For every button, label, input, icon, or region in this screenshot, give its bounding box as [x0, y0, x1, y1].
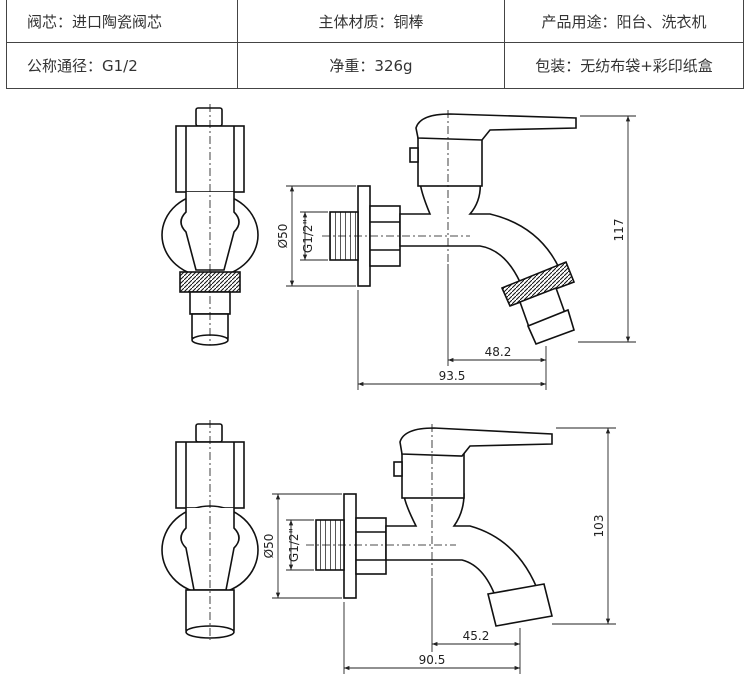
dim-thread-top: G1/2"	[301, 219, 315, 253]
dim-height-bottom: 103	[592, 515, 606, 538]
dim-length-top: 93.5	[439, 369, 466, 383]
faucet-front-view-bottom	[161, 420, 259, 640]
faucet-side-view-bottom	[306, 424, 553, 627]
dim-diameter-top: Ø50	[276, 224, 290, 249]
dim-spout-top: 48.2	[485, 345, 512, 359]
spec-cell-valve-core: 阀芯：进口陶瓷阀芯	[6, 0, 238, 43]
dim-diameter-bottom: Ø50	[262, 534, 276, 559]
spec-cell-usage: 产品用途：阳台、洗衣机	[504, 0, 744, 43]
dim-spout-bottom: 45.2	[463, 629, 490, 643]
dim-length-bottom: 90.5	[419, 653, 446, 667]
dim-thread-bottom: G1/2"	[287, 528, 301, 562]
dimensions-top	[286, 115, 636, 390]
spec-table: 阀芯：进口陶瓷阀芯 主体材质：铜棒 产品用途：阳台、洗衣机 公称通径：G1/2 …	[6, 0, 744, 89]
spec-cell-weight: 净重：326g	[237, 42, 505, 89]
dimensions-bottom	[272, 427, 616, 674]
faucet-front-view-top	[161, 104, 259, 346]
dim-height-top: 117	[612, 219, 626, 242]
spec-row: 阀芯：进口陶瓷阀芯 主体材质：铜棒 产品用途：阳台、洗衣机	[6, 0, 744, 43]
faucet-side-view-top	[322, 110, 577, 346]
spec-row: 公称通径：G1/2 净重：326g 包装：无纺布袋+彩印纸盒	[6, 42, 744, 89]
spec-cell-packaging: 包装：无纺布袋+彩印纸盒	[504, 42, 744, 89]
spec-cell-material: 主体材质：铜棒	[237, 0, 505, 43]
